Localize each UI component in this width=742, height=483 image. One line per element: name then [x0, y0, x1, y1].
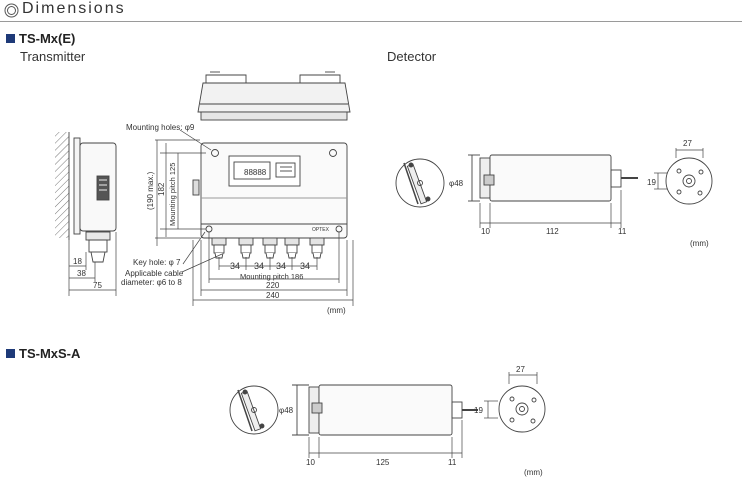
- section-title-text: TS-MxS-A: [19, 346, 81, 361]
- mounting-pitch-125-label: Mounting pitch 125: [168, 163, 177, 226]
- dim-182-label: 182: [157, 182, 166, 196]
- detector-2-front-view: [229, 385, 279, 435]
- detector-2-side-view: [292, 384, 478, 436]
- detector-1-dim-11: 11: [618, 227, 627, 236]
- detector-2-dimensions: [308, 372, 538, 458]
- dim-34-label-1: 34: [230, 261, 240, 271]
- detector-2-diameter-label: φ48: [279, 406, 294, 415]
- section-bullet-icon: [6, 349, 15, 358]
- detector-2-dim-125: 125: [376, 458, 390, 467]
- detector-1-dimensions: [479, 148, 704, 228]
- dim-75-label: 75: [93, 281, 102, 290]
- detector-1-dim-27: 27: [683, 139, 692, 148]
- detector-2-dim-19: 19: [474, 406, 483, 415]
- cable-gland-2: [238, 237, 254, 259]
- mounting-holes-label: Mounting holes: φ9: [126, 123, 195, 132]
- transmitter-side-view: [55, 132, 117, 263]
- transmitter-label: Transmitter: [20, 49, 86, 64]
- transmitter-unit-label: (mm): [327, 306, 346, 315]
- applicable-cable-label: Applicable cable: [125, 269, 184, 278]
- section-title-ts-mxs-a: TS-MxS-A: [6, 346, 80, 361]
- transmitter-front-view: [192, 142, 348, 239]
- detector-2-dim-11: 11: [448, 458, 457, 467]
- detector-2-dim-10: 10: [306, 458, 315, 467]
- detector-1-front-view: [395, 158, 445, 208]
- section-bullet-icon: [6, 34, 15, 43]
- display-readout: 88888: [244, 168, 267, 177]
- dim-34-label-4: 34: [300, 261, 310, 271]
- key-hole-label: Key hole: φ 7: [133, 258, 181, 267]
- detector-2-unit-label: (mm): [524, 468, 543, 477]
- cable-diameter-label: diameter: φ6 to 8: [121, 278, 182, 287]
- dim-240-label: 240: [266, 291, 280, 300]
- page-title: Dimensions: [22, 0, 126, 17]
- cable-gland-3: [262, 237, 278, 259]
- cable-gland-5: [309, 237, 325, 259]
- mounting-pitch-186-label: Mounting pitch 186: [240, 272, 303, 281]
- detector-1-dim-10: 10: [481, 227, 490, 236]
- dim-18-label: 18: [73, 257, 82, 266]
- section-title-ts-mx-e: TS-Mx(E): [6, 31, 75, 46]
- detector-2-dim-27: 27: [516, 365, 525, 374]
- dim-34-label-3: 34: [276, 261, 286, 271]
- side-view-dimensions: [68, 232, 117, 296]
- detector-1-dim-112: 112: [546, 227, 559, 236]
- dim-220-label: 220: [266, 281, 280, 290]
- double-circle-icon: [4, 3, 19, 18]
- header-rule: [0, 21, 742, 22]
- detector-1-rear-view: [665, 157, 713, 205]
- cable-gland-4: [284, 237, 300, 259]
- dimensions-header: Dimensions: [0, 0, 742, 22]
- section-title-text: TS-Mx(E): [19, 31, 76, 46]
- detector-1-diameter-label: φ48: [449, 179, 464, 188]
- detector-1-side-view: [468, 154, 638, 202]
- cable-glands: [211, 237, 325, 259]
- detector-2-rear-view: [498, 385, 546, 433]
- dim-34-label-2: 34: [254, 261, 264, 271]
- detector-label: Detector: [387, 49, 437, 64]
- detector-1-dim-19: 19: [647, 178, 656, 187]
- front-view-dimensions: [155, 129, 354, 306]
- brand-logo: OPTEX: [312, 227, 330, 233]
- dim-190-label: (190 max.): [146, 171, 155, 210]
- dim-38-label: 38: [77, 269, 86, 278]
- transmitter-top-view: [197, 71, 351, 121]
- detector-1-unit-label: (mm): [690, 239, 709, 248]
